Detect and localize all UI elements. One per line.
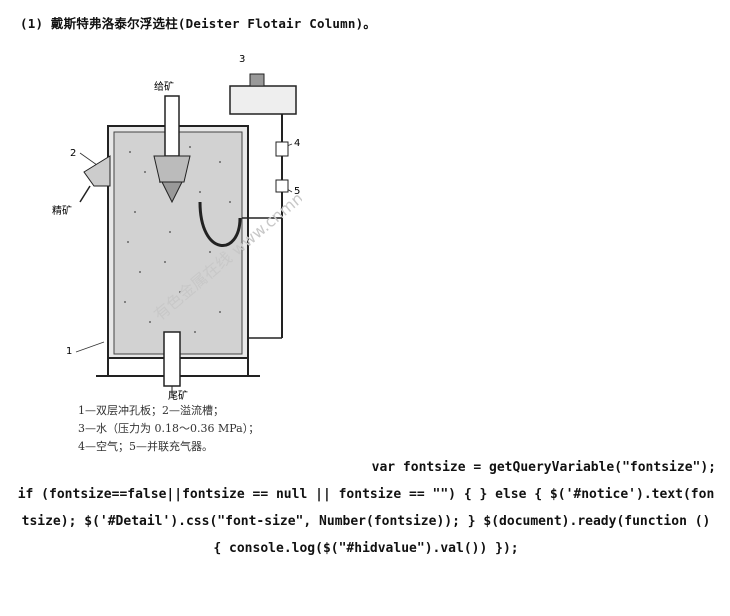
- script-line-1: var fontsize = getQueryVariable("fontsiz…: [371, 460, 716, 475]
- label-tailings: 尾矿: [168, 389, 188, 402]
- column-schematic: 3 给矿 2 精矿 4 5 1 尾矿: [52, 54, 302, 402]
- label-5: 5: [294, 186, 300, 197]
- label-1: 1: [66, 346, 72, 357]
- figure-caption: 1—双层冲孔板；2—溢流槽； 3—水（压力为 0.18～0.36 MPa）； 4…: [78, 402, 278, 456]
- script-rest: if (fontsize==false||fontsize == null ||…: [17, 487, 719, 556]
- caption-line: 1—双层冲孔板；2—溢流槽；: [78, 404, 224, 417]
- script-text: var fontsize = getQueryVariable("fontsiz…: [16, 454, 716, 562]
- section-heading: (1) 戴斯特弗洛泰尔浮选柱(Deister Flotair Column)。: [20, 16, 377, 31]
- caption-line: 3—水（压力为 0.18～0.36 MPa）；: [78, 422, 260, 435]
- flotation-column-diagram: 3 给矿 2 精矿 4 5 1 尾矿: [50, 52, 302, 464]
- label-2: 2: [70, 148, 76, 159]
- label-feed: 给矿: [154, 80, 174, 93]
- caption-line: 4—空气；5—并联充气器。: [78, 440, 213, 453]
- label-concentrate: 精矿: [52, 204, 72, 217]
- label-3: 3: [239, 54, 245, 65]
- label-4: 4: [294, 138, 300, 149]
